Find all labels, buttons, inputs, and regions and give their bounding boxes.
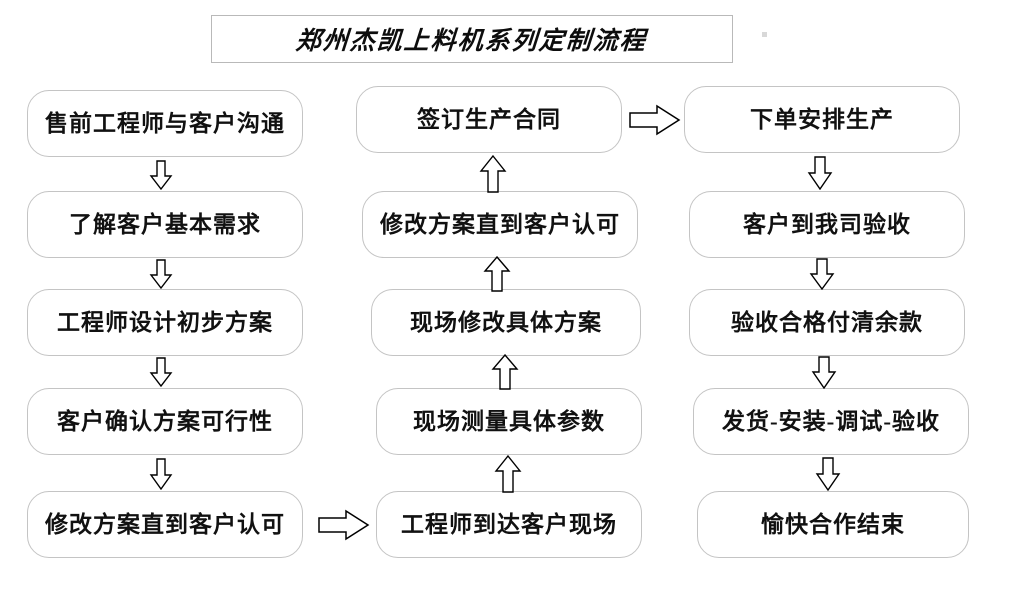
node-label: 了解客户基本需求 — [69, 212, 261, 237]
node-col1-row5[interactable]: 修改方案直到客户认可 — [27, 491, 303, 558]
arrow-up-col2-r4-r3 — [490, 354, 520, 390]
node-label: 下单安排生产 — [750, 107, 894, 132]
node-label: 售前工程师与客户沟通 — [45, 111, 285, 136]
stray-mark — [762, 32, 767, 37]
node-label: 发货-安装-调试-验收 — [722, 409, 940, 434]
node-label: 工程师到达客户现场 — [401, 512, 617, 537]
node-label: 验收合格付清余款 — [731, 310, 923, 335]
node-label: 签订生产合同 — [417, 107, 561, 132]
chart-title-text: 郑州杰凯上料机系列定制流程 — [295, 28, 649, 55]
node-label: 现场测量具体参数 — [413, 409, 605, 434]
arrow-up-col2-r5-r4 — [493, 455, 523, 493]
node-label: 客户确认方案可行性 — [57, 409, 273, 434]
arrow-down-col3-r1-r2 — [806, 156, 834, 190]
arrow-right-col2r1-to-col3r1 — [629, 100, 681, 140]
arrow-down-col3-r3-r4 — [810, 356, 838, 389]
node-col3-row1[interactable]: 下单安排生产 — [684, 86, 960, 153]
node-label: 客户到我司验收 — [743, 212, 911, 237]
node-col2-row3[interactable]: 现场修改具体方案 — [371, 289, 641, 356]
arrow-down-col1-r1-r2 — [148, 160, 174, 190]
node-col1-row1[interactable]: 售前工程师与客户沟通 — [27, 90, 303, 157]
arrow-up-col2-r2-r1 — [478, 155, 508, 193]
arrow-up-col2-r3-r2 — [482, 256, 512, 292]
node-col1-row4[interactable]: 客户确认方案可行性 — [27, 388, 303, 455]
node-label: 修改方案直到客户认可 — [380, 212, 620, 237]
node-col2-row5[interactable]: 工程师到达客户现场 — [376, 491, 642, 558]
arrow-down-col1-r2-r3 — [148, 259, 174, 289]
node-label: 工程师设计初步方案 — [57, 310, 273, 335]
arrow-down-col1-r4-r5 — [148, 458, 174, 490]
chart-title-box: 郑州杰凯上料机系列定制流程 — [211, 15, 733, 63]
node-col1-row2[interactable]: 了解客户基本需求 — [27, 191, 303, 258]
node-col2-row4[interactable]: 现场测量具体参数 — [376, 388, 642, 455]
node-col3-row5[interactable]: 愉快合作结束 — [697, 491, 969, 558]
node-col3-row2[interactable]: 客户到我司验收 — [689, 191, 965, 258]
node-col3-row3[interactable]: 验收合格付清余款 — [689, 289, 965, 356]
arrow-down-col1-r3-r4 — [148, 357, 174, 387]
node-col3-row4[interactable]: 发货-安装-调试-验收 — [693, 388, 969, 455]
node-col2-row1[interactable]: 签订生产合同 — [356, 86, 622, 153]
node-label: 愉快合作结束 — [761, 512, 905, 537]
arrow-down-col3-r4-r5 — [814, 457, 842, 491]
node-col1-row3[interactable]: 工程师设计初步方案 — [27, 289, 303, 356]
node-label: 修改方案直到客户认可 — [45, 512, 285, 537]
arrow-right-col1r5-to-col2r5 — [318, 505, 370, 545]
arrow-down-col3-r2-r3 — [808, 258, 836, 290]
node-label: 现场修改具体方案 — [410, 310, 602, 335]
node-col2-row2[interactable]: 修改方案直到客户认可 — [362, 191, 638, 258]
